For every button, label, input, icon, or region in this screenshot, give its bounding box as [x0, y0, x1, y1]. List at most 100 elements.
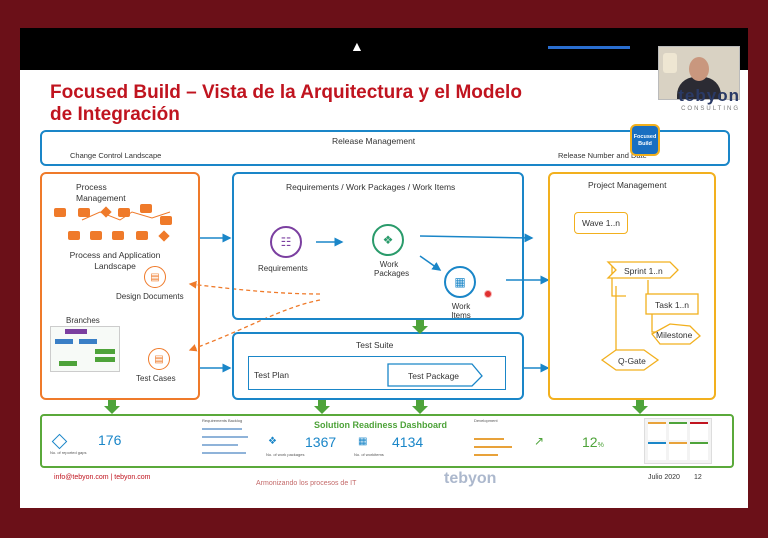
work-packages-small-icon: ❖: [268, 436, 277, 447]
gaps-caption: No. of reported gaps: [50, 450, 87, 455]
branch-node: [55, 339, 73, 344]
test-plan-box: [248, 356, 506, 390]
presentation-slide: ▲ Focused Build – Vista de la Arquitectu…: [20, 28, 748, 508]
branch-node: [79, 339, 97, 344]
project-management-box: [548, 172, 716, 400]
process-node: [118, 208, 130, 217]
wave-label: Wave 1..n: [582, 218, 620, 228]
work-packages-value: 1367: [305, 434, 337, 450]
process-landscape-label: Process and Application Landscape: [69, 250, 161, 271]
down-arrow-icon: [412, 406, 428, 414]
change-control-label: Change Control Landscape: [70, 151, 162, 160]
development-bar: [474, 454, 498, 456]
footer-page-number: 12: [694, 474, 702, 481]
slide-title-line2: de Integración: [50, 104, 180, 125]
development-bar: [474, 446, 512, 448]
test-plan-label: Test Plan: [254, 370, 289, 380]
report-thumb: [648, 422, 666, 440]
branch-node: [95, 349, 115, 354]
work-packages-icon: ❖: [372, 224, 404, 256]
work-items-small-icon: ▦: [358, 436, 368, 447]
report-thumb: [669, 442, 687, 460]
footer-logo: tebyon: [444, 470, 497, 487]
work-items-value: 4134: [392, 434, 424, 450]
down-arrow-icon: [416, 320, 424, 326]
work-items-label: Work Items: [451, 302, 471, 320]
pointer-dot: [484, 290, 492, 298]
down-arrow-icon: [416, 400, 424, 406]
person-body: [677, 77, 721, 99]
active-indicator: [548, 46, 630, 49]
test-cases-icon: ▤: [148, 348, 170, 370]
branches-diagram: [50, 326, 120, 372]
down-arrow-icon: [318, 400, 326, 406]
test-suite-box: [232, 332, 524, 400]
backlog-bar: [202, 428, 242, 430]
down-arrow-icon: [636, 400, 644, 406]
person-head: [689, 57, 709, 81]
lamp-shape: [663, 53, 677, 73]
report-thumb: [690, 422, 708, 440]
solution-readiness-dashboard: [40, 414, 734, 468]
requirements-box: [232, 172, 524, 320]
process-node: [160, 216, 172, 225]
chart-icon: ↗: [534, 434, 545, 448]
down-arrow-icon: [108, 400, 116, 406]
process-management-box: [40, 172, 200, 400]
tebyon-logo: tebyon CONSULTING: [640, 86, 740, 112]
down-arrow-icon: [104, 406, 120, 414]
work-packages-caption: No. of work packages: [266, 452, 305, 457]
branch-node: [59, 361, 77, 366]
progress-unit: %: [597, 442, 604, 449]
work-items-caption: No. of workitems: [354, 452, 384, 457]
development-bar: [474, 438, 504, 440]
progress-number: 12: [582, 434, 598, 450]
logo-subtitle: CONSULTING: [681, 106, 740, 112]
report-thumb: [648, 442, 666, 460]
test-cases-label: Test Cases: [136, 374, 176, 383]
test-package-label: Test Package: [408, 371, 460, 381]
dashboard-title: Solution Readiness Dashboard: [314, 420, 448, 430]
process-node: [90, 231, 102, 240]
release-management-box: [40, 130, 730, 166]
report-thumb: [690, 442, 708, 460]
task-label: Task 1..n: [655, 300, 690, 310]
work-items-icon: ▦: [444, 266, 476, 298]
requirements-label: Requirements: [258, 264, 308, 273]
requirements-box-title: Requirements / Work Packages / Work Item…: [286, 182, 456, 192]
test-suite-label: Test Suite: [356, 340, 394, 350]
process-node: [68, 231, 80, 240]
branches-label: Branches: [66, 316, 100, 325]
process-node: [112, 231, 124, 240]
sprint-label: Sprint 1..n: [624, 266, 663, 276]
down-arrow-icon: [632, 406, 648, 414]
report-thumb: [669, 422, 687, 440]
design-documents-label: Design Documents: [116, 292, 184, 301]
release-management-label: Release Management: [332, 136, 416, 146]
mouse-cursor-icon: ▲: [350, 38, 364, 54]
gaps-value: 176: [98, 432, 122, 448]
requirements-backlog-caption: Requirements Backlog: [202, 418, 243, 423]
test-package-shape: [387, 363, 483, 387]
project-management-label: Project Management: [588, 180, 667, 190]
footer-contact: info@tebyon.com | tebyon.com: [54, 474, 151, 481]
q-gate-label: Q-Gate: [618, 356, 646, 366]
process-management-label: Process Management: [76, 182, 126, 203]
down-arrow-icon: [412, 326, 428, 334]
backlog-bar: [202, 436, 248, 438]
release-number-label: Release Number and Date: [558, 151, 647, 160]
slide-title: Focused Build – Vista de la Arquitectura…: [50, 82, 630, 126]
badge-label: Focused Build: [633, 134, 657, 147]
milestone-label: Milestone: [656, 330, 693, 340]
design-documents-icon: ▤: [144, 266, 166, 288]
meeting-toolbar: ▲: [20, 28, 748, 70]
logo-name: tebyon: [678, 86, 740, 105]
branch-node: [95, 357, 115, 362]
backlog-bar: [202, 452, 246, 454]
development-caption: Development: [474, 418, 498, 423]
backlog-bar: [202, 444, 238, 446]
presenter-video-thumbnail[interactable]: [658, 46, 740, 100]
work-packages-label: Work Packages: [374, 260, 410, 278]
process-node: [136, 231, 148, 240]
process-node: [140, 204, 152, 213]
